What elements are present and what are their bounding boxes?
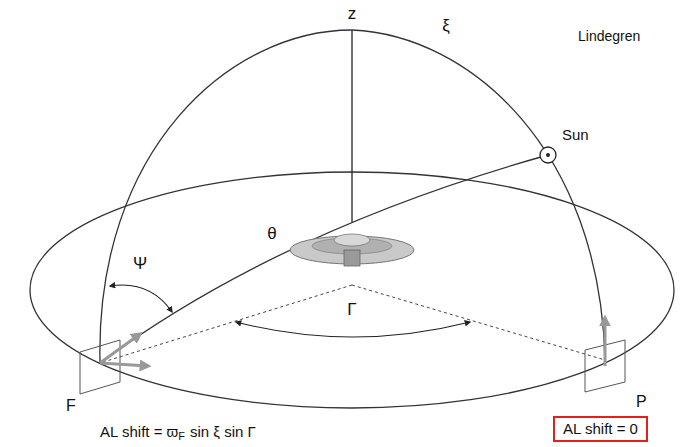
formula-text: sin ξ sin Γ: [190, 423, 256, 441]
box-text: AL shift = 0: [563, 420, 638, 438]
formula-text: AL shift = ϖ: [100, 423, 178, 441]
point-label: F: [66, 396, 76, 415]
highlight-box: AL shift = 0: [553, 416, 648, 442]
angle-label: Γ: [347, 300, 356, 320]
sun-symbol: [540, 147, 556, 163]
field-of-view-f: [80, 334, 148, 394]
meridian-arc: [100, 30, 352, 363]
satellite: [290, 234, 414, 266]
sun-label: Sun: [562, 126, 589, 144]
formula-subscript: F: [178, 430, 185, 443]
dashed-radius: [352, 285, 605, 360]
sun-direction-line: [100, 155, 548, 363]
dashed-radius: [100, 285, 352, 363]
spin-axis: [351, 30, 352, 222]
field-of-view-p: [585, 318, 625, 392]
angle-label: ξ: [442, 16, 450, 36]
gamma-angle-arc: [236, 322, 470, 337]
axis-label: z: [348, 4, 357, 24]
psi-angle-arc: [110, 285, 172, 312]
point-label: P: [636, 392, 647, 411]
author-note: Lindegren: [578, 28, 640, 45]
angle-label: Ψ: [133, 254, 147, 274]
angle-label: θ: [267, 224, 276, 244]
meridian-arc: [352, 30, 605, 360]
